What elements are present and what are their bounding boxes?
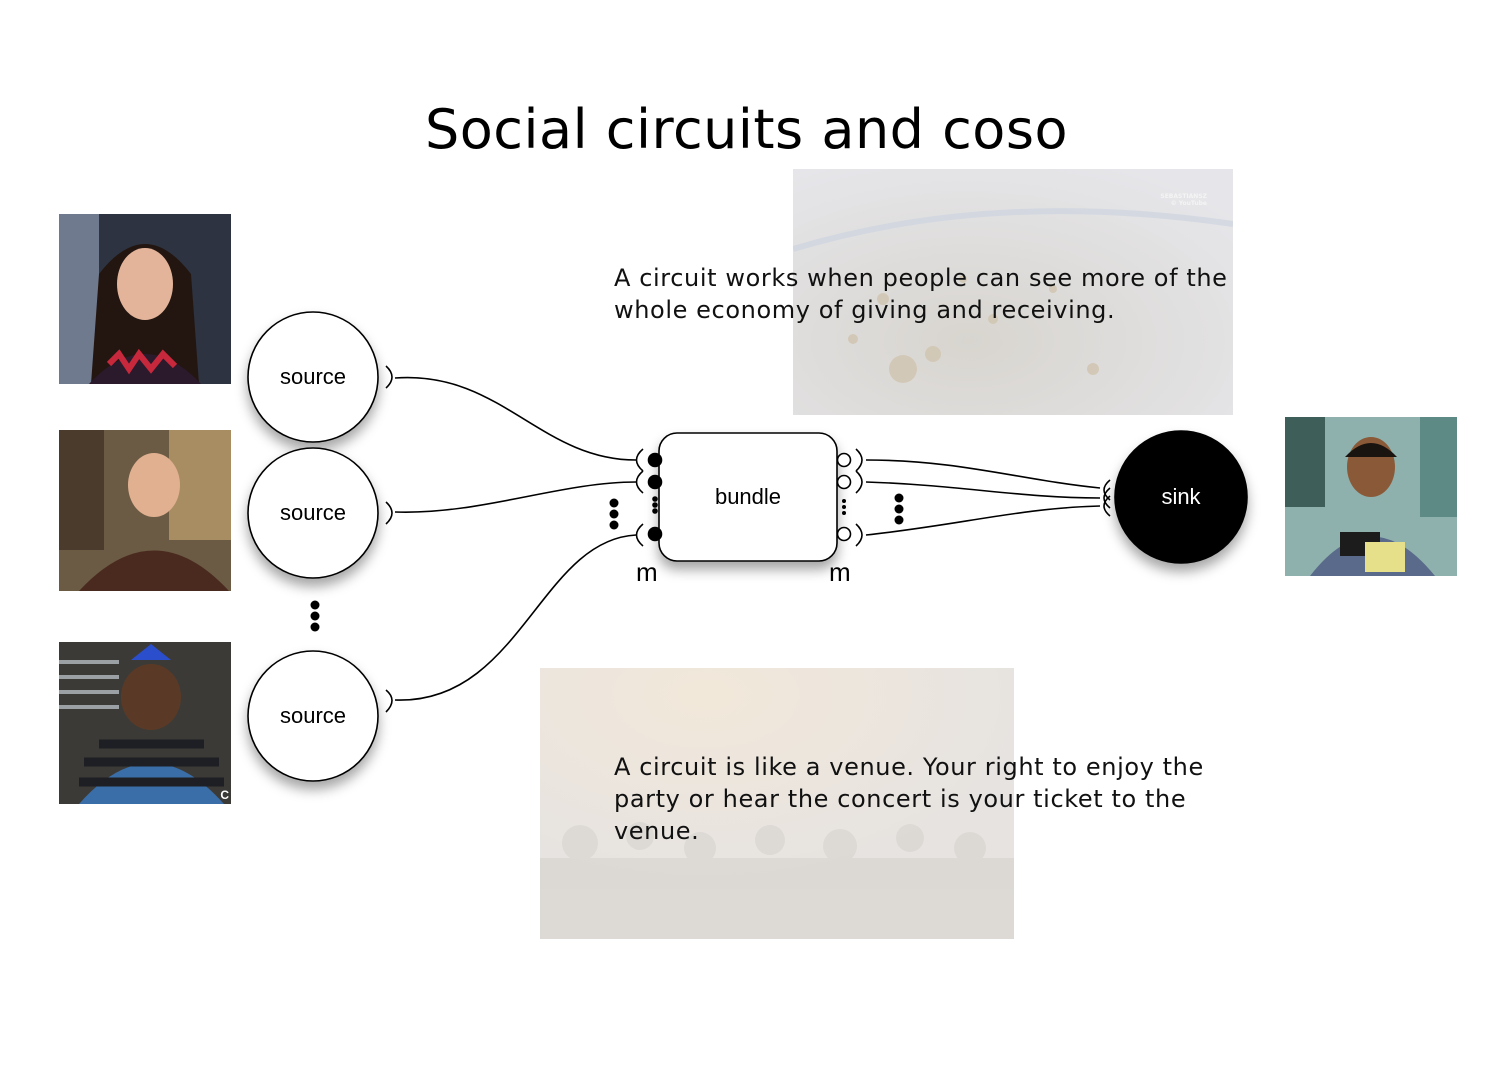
wire-bundle-sink-2 <box>865 481 1101 499</box>
multiplicity-label-input: m <box>636 557 658 587</box>
output-wires-ellipsis <box>894 493 904 525</box>
wire-bundle-sink-1 <box>865 459 1101 489</box>
source-node-1 <box>247 311 393 443</box>
quote-circuit-venue: A circuit is like a venue. Your right to… <box>614 753 1204 845</box>
person-photo-2 <box>59 430 231 591</box>
slide-title: Social circuits and coso <box>424 98 1069 161</box>
sources-ellipsis <box>310 600 320 632</box>
quote-circuit-works: A circuit works when people can see more… <box>614 264 1228 324</box>
wire-source-1-bundle <box>394 376 637 461</box>
wire-source-3-bundle <box>394 534 637 701</box>
earth-night-background-image: SEBASTIANSZ © YouTube <box>793 169 1233 415</box>
sink-label: sink <box>1161 484 1201 509</box>
source-label-3: source <box>279 703 347 728</box>
wire-bundle-sink-3 <box>865 505 1101 536</box>
source-label-2: source <box>279 500 347 525</box>
sink-node <box>1103 430 1248 564</box>
bundle-input-ports <box>635 448 663 547</box>
source-node-3 <box>247 650 393 782</box>
wire-source-2-bundle <box>394 481 637 513</box>
input-wires-ellipsis <box>609 498 619 530</box>
bundle-output-ports <box>836 448 863 547</box>
watermark-text: SEBASTIANSZ © YouTube <box>1160 193 1207 207</box>
person-photo-sink <box>1285 417 1457 576</box>
bundle-label: bundle <box>714 484 782 509</box>
person-photo-1 <box>59 214 231 384</box>
concert-crowd-background-image <box>540 668 1014 939</box>
source-label-1: source <box>279 364 347 389</box>
multiplicity-label-output: m <box>829 557 851 587</box>
source-node-2 <box>247 447 393 579</box>
person-photo-3: C <box>59 642 231 804</box>
photo-corner-text: C <box>220 788 229 802</box>
bundle-node <box>658 432 838 562</box>
